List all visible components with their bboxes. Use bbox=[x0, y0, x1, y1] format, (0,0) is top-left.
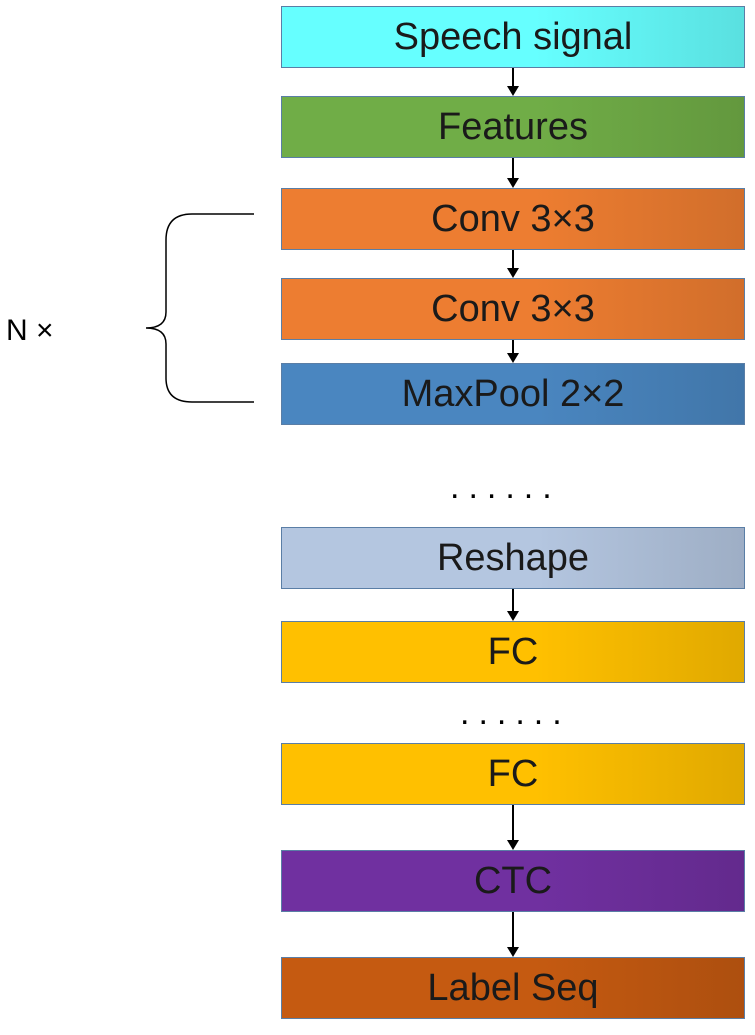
arrow-down bbox=[507, 589, 519, 621]
arrow-down bbox=[507, 250, 519, 278]
fc-block-2: FC bbox=[281, 743, 745, 805]
block-label: FC bbox=[487, 752, 539, 795]
block-label: Label Seq bbox=[427, 966, 599, 1009]
reshape-block: Reshape bbox=[281, 527, 745, 589]
ctc-block: CTC bbox=[281, 850, 745, 912]
block-label: MaxPool 2×2 bbox=[401, 372, 625, 415]
fc-block-1: FC bbox=[281, 621, 745, 683]
arrow-down bbox=[507, 158, 519, 188]
ellipsis-1: ...... bbox=[450, 468, 561, 506]
block-label: Conv 3×3 bbox=[431, 197, 595, 240]
features-block: Features bbox=[281, 96, 745, 158]
label-seq-block: Label Seq bbox=[281, 957, 745, 1019]
repeat-label: N × bbox=[6, 314, 54, 347]
conv-block-1: Conv 3×3 bbox=[281, 188, 745, 250]
arrow-down bbox=[507, 68, 519, 96]
block-label: Reshape bbox=[436, 536, 590, 579]
ellipsis-2: ...... bbox=[460, 694, 571, 732]
block-label: Speech signal bbox=[393, 15, 633, 58]
conv-block-2: Conv 3×3 bbox=[281, 278, 745, 340]
speech-signal-block: Speech signal bbox=[281, 6, 745, 68]
arrow-down bbox=[507, 912, 519, 957]
arrow-down bbox=[507, 805, 519, 850]
block-label: FC bbox=[487, 630, 539, 673]
block-label: CTC bbox=[473, 859, 553, 902]
arrow-down bbox=[507, 340, 519, 363]
repeat-bracket bbox=[145, 213, 254, 403]
maxpool-block: MaxPool 2×2 bbox=[281, 363, 745, 425]
block-label: Features bbox=[438, 105, 588, 148]
block-label: Conv 3×3 bbox=[431, 287, 595, 330]
